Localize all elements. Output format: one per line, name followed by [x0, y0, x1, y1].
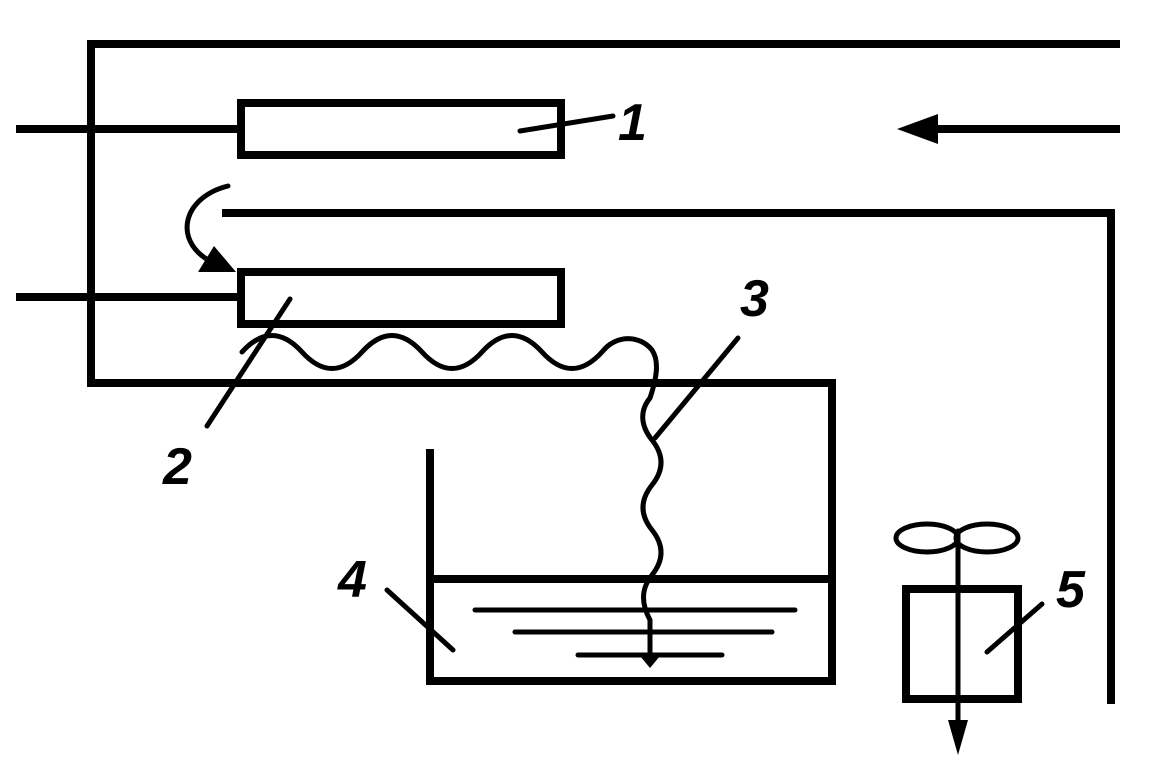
wavy-conductor-3: [239, 333, 664, 661]
fan-motor-5: [902, 585, 1022, 703]
transfer-arrow-head: [198, 246, 236, 272]
drawing: [16, 40, 1120, 755]
fan-blade-left: [893, 521, 961, 555]
duct-inner-wall: [222, 209, 1115, 704]
label-4: 4: [337, 551, 367, 609]
leader-3: [652, 335, 741, 441]
fan-shaft-arrow: [948, 720, 968, 755]
transfer-arrow-curve: [184, 183, 231, 267]
leader-5: [984, 601, 1045, 655]
fan-blade-right: [953, 521, 1021, 555]
leader-4: [384, 587, 456, 653]
label-3: 3: [740, 270, 769, 328]
label-1: 1: [618, 94, 647, 152]
labels: 1 2 3 4 5: [162, 94, 1086, 619]
label-5: 5: [1056, 561, 1086, 619]
leader-2: [204, 296, 293, 429]
leader-1: [517, 113, 616, 134]
label-2: 2: [162, 438, 192, 496]
conductor-tip: [640, 656, 660, 668]
duct-outer-wall: [87, 40, 1120, 685]
element-1: [237, 99, 565, 159]
flow-arrow-head: [897, 114, 938, 144]
